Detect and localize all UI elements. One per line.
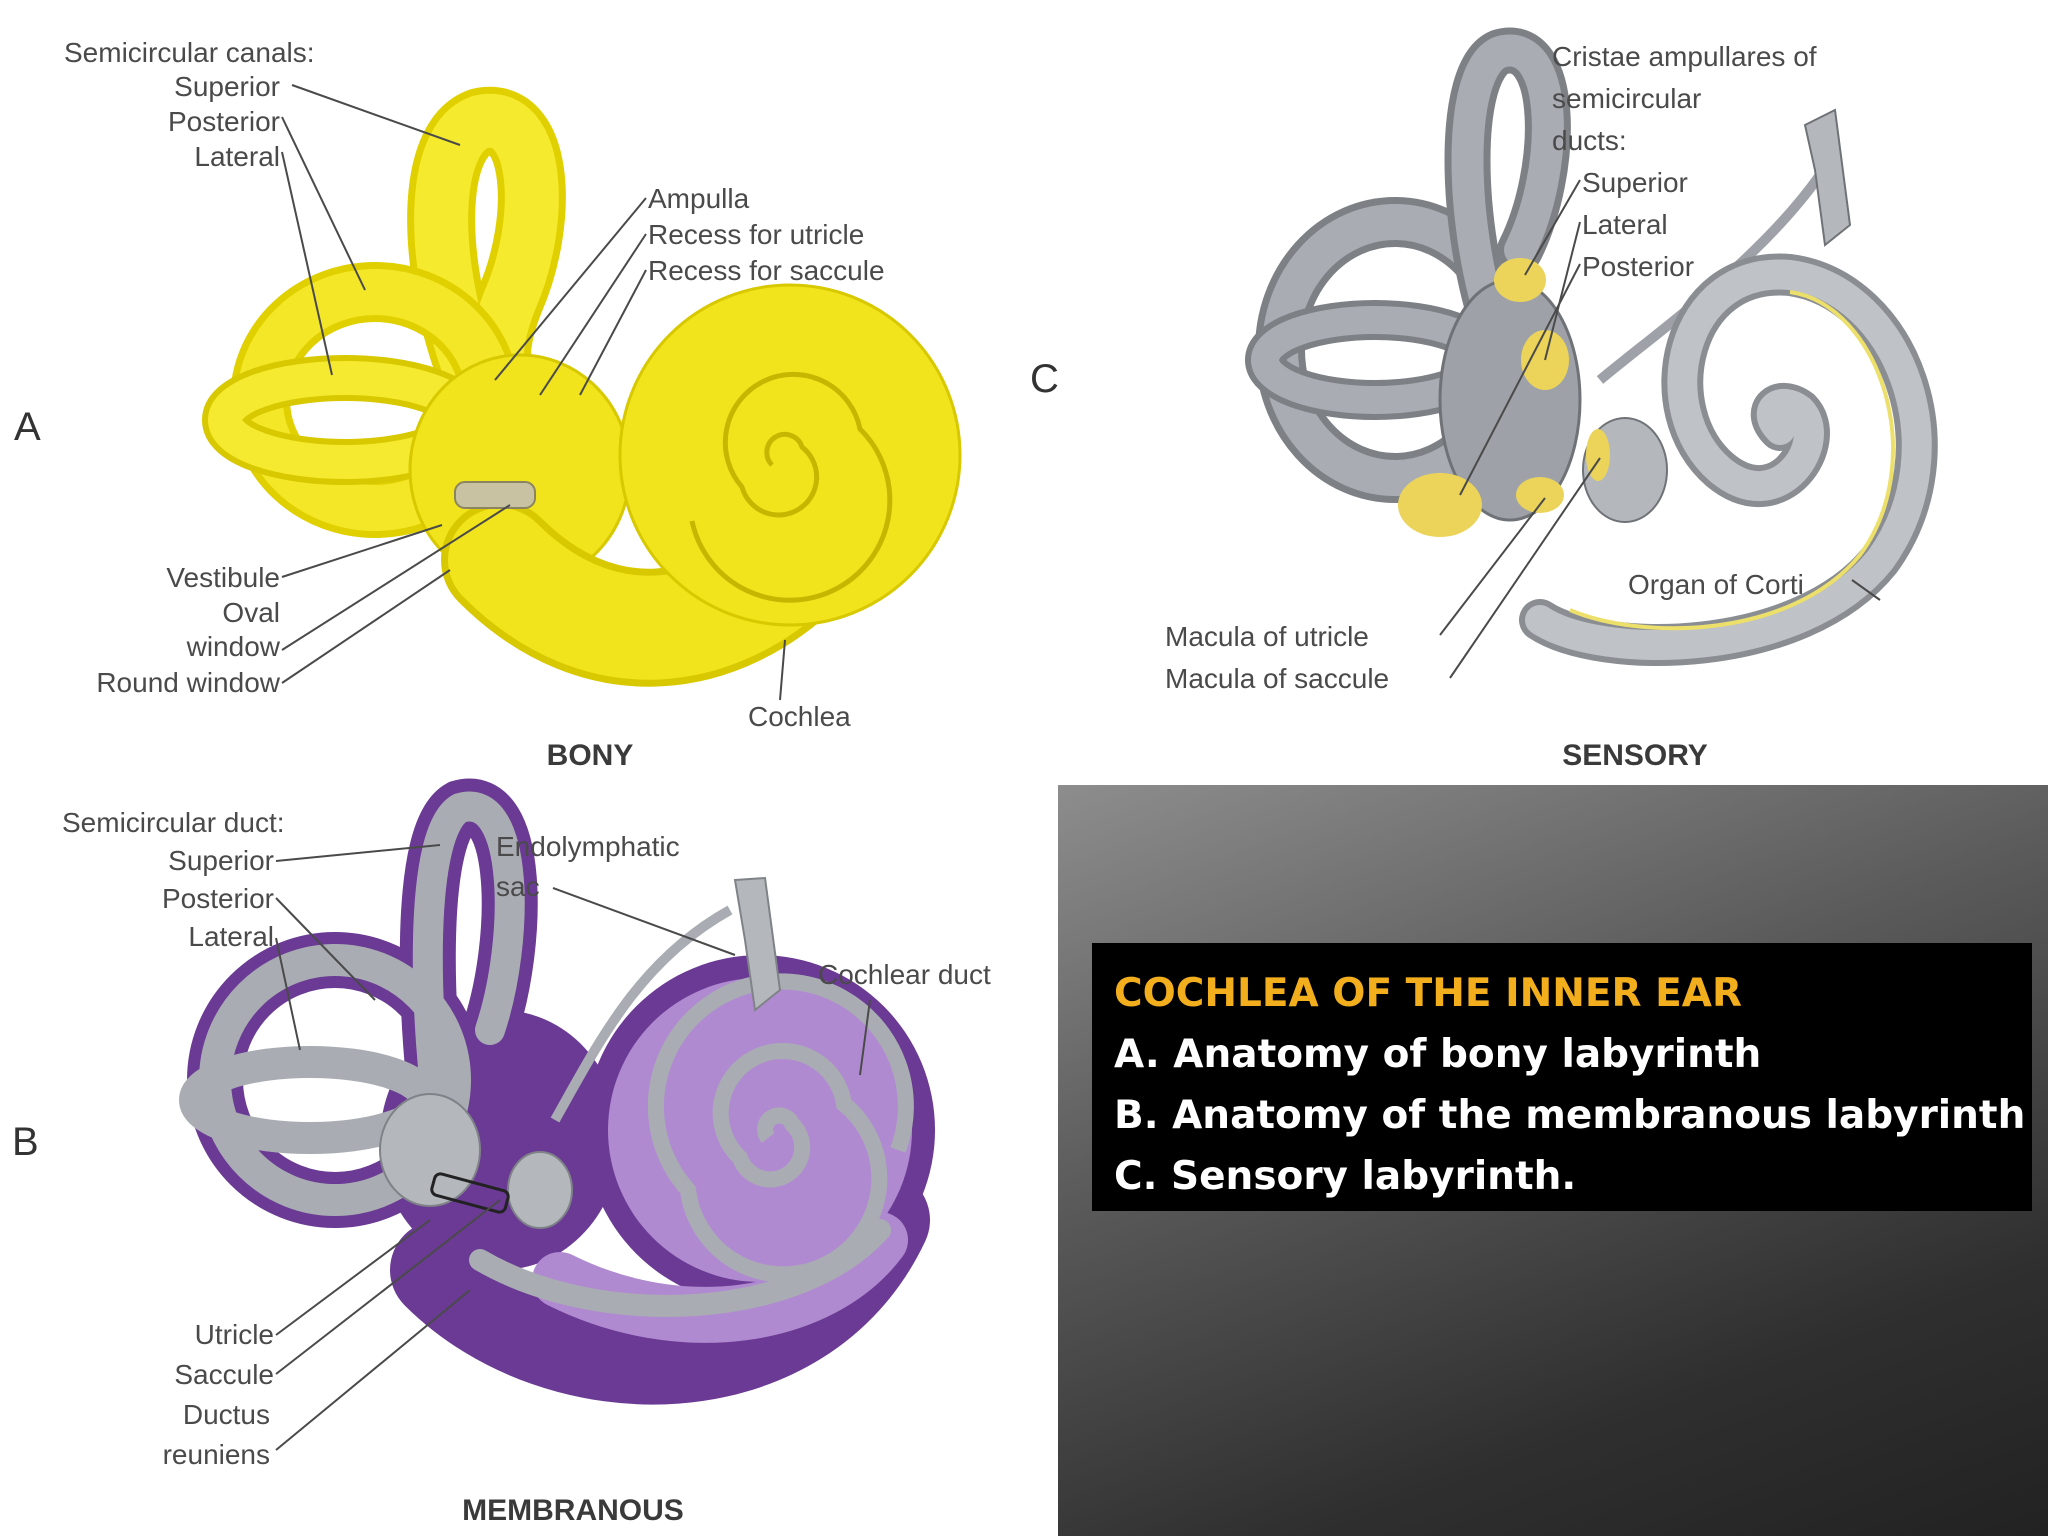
label-organ-of-corti: Organ of Corti (1628, 569, 1804, 600)
info-line-a: A. Anatomy of bony labyrinth (1114, 1032, 1762, 1077)
info-title: COCHLEA OF THE INNER EAR (1114, 971, 1743, 1016)
caption-membranous: MEMBRANOUS (462, 1494, 684, 1527)
label-recess-utricle: Recess for utricle (648, 219, 864, 250)
membranous-labyrinth-illustration (179, 778, 935, 1405)
label-vestibule: Vestibule (166, 562, 280, 593)
label-semicircular-canals: Semicircular canals: (64, 37, 315, 68)
label-ductus: Ductus (183, 1399, 270, 1430)
label-ampulla: Ampulla (648, 183, 750, 214)
panel-b-leaders (275, 844, 871, 1451)
panel-b-letter: B (12, 1120, 39, 1164)
label-superior-canal: Superior (174, 71, 280, 102)
label-lateral-canal: Lateral (194, 141, 280, 172)
label-recess-saccule: Recess for saccule (648, 255, 885, 286)
panel-a-letter: A (14, 405, 41, 449)
caption-sensory: SENSORY (1562, 739, 1708, 772)
label-crista-posterior: Posterior (1582, 251, 1694, 282)
label-posterior-canal: Posterior (168, 106, 280, 137)
label-endolymphatic: Endolymphatic (496, 831, 680, 862)
label-oval: Oval (222, 597, 280, 628)
label-macula-saccule: Macula of saccule (1165, 663, 1389, 694)
label-superior-duct: Superior (168, 845, 274, 876)
info-line-b: B. Anatomy of the membranous labyrinth (1114, 1093, 2026, 1138)
label-posterior-duct: Posterior (162, 883, 274, 914)
label-crista-superior: Superior (1582, 167, 1688, 198)
label-utricle: Utricle (195, 1319, 274, 1350)
panel-c-sensory: C Cristae ampullares of semicircular duc… (1030, 27, 1938, 772)
bony-labyrinth-illustration (202, 87, 962, 687)
label-round-window: Round window (96, 667, 280, 698)
label-cochlear-duct: Cochlear duct (818, 959, 991, 990)
label-macula-utricle: Macula of utricle (1165, 621, 1369, 652)
label-endolymphatic-sac: sac (496, 871, 540, 902)
caption-bony: BONY (547, 739, 634, 772)
label-saccule: Saccule (174, 1359, 274, 1390)
label-reuniens: reuniens (163, 1439, 270, 1470)
info-box: COCHLEA OF THE INNER EAR A. Anatomy of b… (1092, 943, 2032, 1211)
label-lateral-duct: Lateral (188, 921, 274, 952)
info-line-c: C. Sensory labyrinth. (1114, 1154, 1577, 1199)
label-cochlea: Cochlea (748, 701, 851, 732)
panel-c-letter: C (1030, 357, 1059, 401)
label-crista-lateral: Lateral (1582, 209, 1668, 240)
panel-c-leaders (1439, 179, 1881, 679)
label-semicircular-duct: Semicircular duct: (62, 807, 285, 838)
label-cristae-line-2: semicircular (1552, 83, 1701, 114)
panel-a-leaders (281, 84, 786, 701)
label-oval-window: window (186, 631, 281, 662)
panel-a-bony: A Semicircular canals: Superior Posterio… (14, 37, 962, 772)
label-cristae-line-1: Cristae ampullares of (1552, 41, 1817, 72)
panel-b-membranous: B Semicircular duct: Superior Posterior … (12, 778, 991, 1527)
label-cristae-line-3: ducts: (1552, 125, 1627, 156)
